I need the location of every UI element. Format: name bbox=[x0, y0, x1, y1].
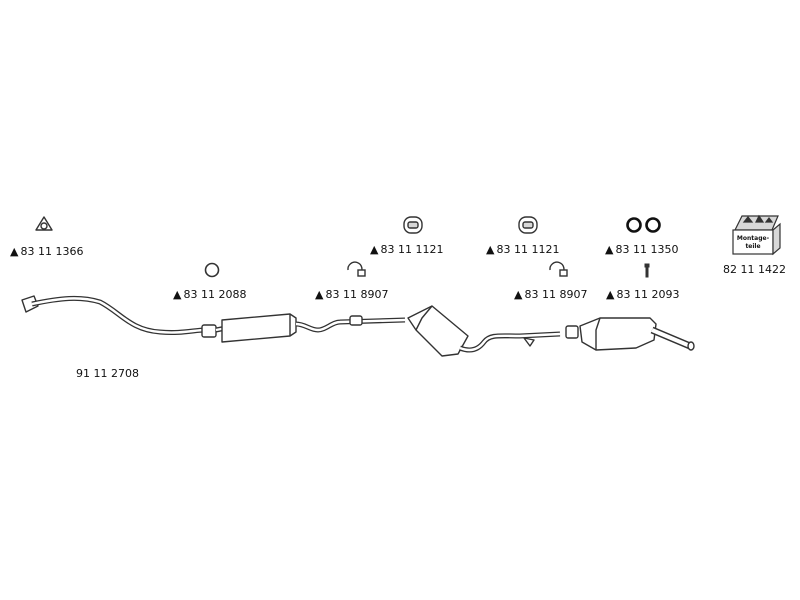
svg-text:▲83 11 8907: ▲83 11 8907 bbox=[514, 288, 587, 301]
svg-text:▲83 11 2093: ▲83 11 2093 bbox=[606, 288, 679, 301]
part-label: ▲83 11 1121 bbox=[486, 243, 559, 256]
tail-pipe-end bbox=[687, 341, 695, 351]
svg-text:▲83 11 1366: ▲83 11 1366 bbox=[10, 245, 83, 258]
pipe-clamp-icon bbox=[549, 261, 568, 277]
part-number: 83 11 1366 bbox=[20, 245, 83, 258]
mounting-kit-box-icon: Montage- teile bbox=[732, 214, 781, 256]
part-marker: ▲ bbox=[315, 288, 324, 301]
kit-box-text-1: Montage- bbox=[737, 235, 770, 242]
center-muffler bbox=[221, 313, 297, 343]
part-label: ▲83 11 2088 bbox=[173, 288, 246, 301]
svg-text:▲83 11 2088: ▲83 11 2088 bbox=[173, 288, 246, 301]
rear-pre-muffler bbox=[407, 305, 469, 357]
part-number: 83 11 8907 bbox=[325, 288, 388, 301]
main-part-number: 91 11 2708 bbox=[76, 367, 139, 380]
rubber-hanger-icon bbox=[403, 216, 423, 234]
triangle-gasket-icon bbox=[35, 216, 53, 231]
part-label: ▲83 11 1121 bbox=[370, 243, 443, 256]
part-label: ▲83 11 1350 bbox=[605, 243, 678, 256]
front-flange bbox=[21, 295, 39, 313]
part-label: ▲83 11 2093 bbox=[606, 288, 679, 301]
mid-pipe-clamp bbox=[349, 315, 363, 326]
part-marker: ▲ bbox=[514, 288, 523, 301]
part-marker: ▲ bbox=[486, 243, 495, 256]
pipe-clamp-icon bbox=[347, 261, 366, 277]
part-number: 83 11 2088 bbox=[183, 288, 246, 301]
svg-text:▲83 11 1350: ▲83 11 1350 bbox=[605, 243, 678, 256]
bolt-icon bbox=[644, 263, 650, 278]
part-label: ▲83 11 1366 bbox=[10, 245, 83, 258]
rear-coupling bbox=[565, 325, 579, 339]
part-marker: ▲ bbox=[370, 243, 379, 256]
part-number: 83 11 8907 bbox=[524, 288, 587, 301]
ring-gasket-icon bbox=[204, 262, 220, 278]
part-label: ▲83 11 8907 bbox=[315, 288, 388, 301]
rubber-hanger-icon bbox=[518, 216, 538, 234]
exhaust-assembly bbox=[21, 295, 695, 357]
part-label: 82 11 1422 bbox=[723, 263, 786, 276]
part-marker: ▲ bbox=[10, 245, 19, 258]
part-number: 83 11 1121 bbox=[380, 243, 443, 256]
rear-muffler bbox=[579, 317, 657, 351]
part-number: 83 11 1350 bbox=[615, 243, 678, 256]
o-ring-pair-icon bbox=[626, 217, 661, 233]
svg-text:▲83 11 8907: ▲83 11 8907 bbox=[315, 288, 388, 301]
part-label: ▲83 11 8907 bbox=[514, 288, 587, 301]
part-marker: ▲ bbox=[606, 288, 615, 301]
front-coupling bbox=[201, 324, 217, 338]
part-number: 83 11 2093 bbox=[616, 288, 679, 301]
part-number: 82 11 1422 bbox=[723, 263, 786, 276]
part-marker: ▲ bbox=[605, 243, 614, 256]
part-number: 83 11 1121 bbox=[496, 243, 559, 256]
kit-box-text-2: teile bbox=[745, 243, 760, 250]
svg-text:▲83 11 1121: ▲83 11 1121 bbox=[370, 243, 443, 256]
part-marker: ▲ bbox=[173, 288, 182, 301]
svg-text:▲83 11 1121: ▲83 11 1121 bbox=[486, 243, 559, 256]
intermediate-hanger bbox=[523, 337, 535, 347]
